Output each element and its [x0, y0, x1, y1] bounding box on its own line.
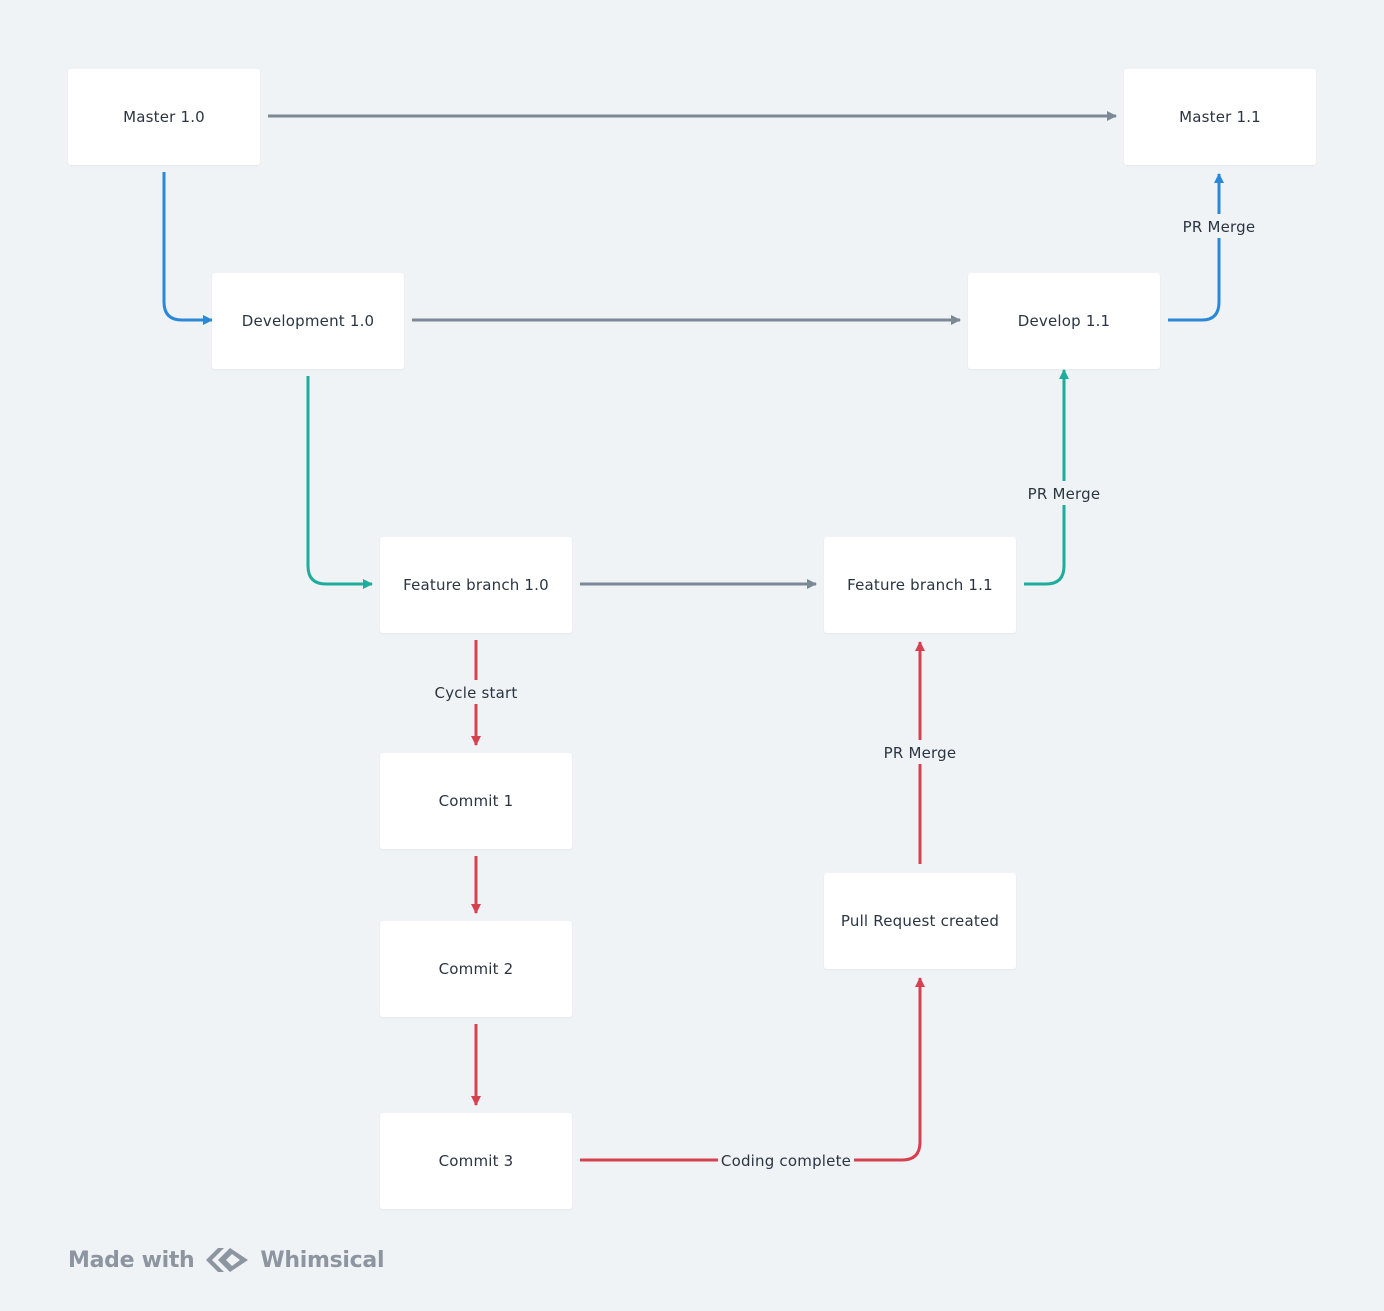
- node-label: Development 1.0: [241, 312, 375, 330]
- node-label: Feature branch 1.1: [847, 576, 993, 594]
- node-label: Master 1.0: [123, 108, 205, 126]
- edge-feature11-to-develop11: [1024, 369, 1069, 586]
- edge-label-pr-merge-develop: PR Merge: [1028, 485, 1101, 503]
- node-label: Commit 3: [438, 1152, 514, 1170]
- node-label: Master 1.1: [1179, 108, 1261, 126]
- node-label: Develop 1.1: [1017, 312, 1111, 330]
- made-with-whimsical-badge[interactable]: Made with Whimsical: [68, 1240, 384, 1280]
- node-feature-branch-1-0[interactable]: Feature branch 1.0: [380, 537, 572, 633]
- edge-label-coding-complete: Coding complete: [721, 1152, 851, 1170]
- edge-commit3-to-pullrequest: [580, 977, 925, 1162]
- label-bg-cycle-start: [428, 680, 524, 704]
- brand-prefix: Made with: [68, 1247, 195, 1273]
- node-commit-3[interactable]: Commit 3: [380, 1113, 572, 1209]
- label-bg-pr-merge-develop: [1020, 481, 1108, 505]
- node-feature-branch-1-1[interactable]: Feature branch 1.1: [824, 537, 1016, 633]
- label-bg-pr-merge-master: [1176, 214, 1262, 238]
- edge-develop11-to-master11: [1168, 173, 1224, 322]
- edge-label-pr-merge-feature: PR Merge: [884, 744, 957, 762]
- node-develop-1-1[interactable]: Develop 1.1: [968, 273, 1160, 369]
- node-label: Feature branch 1.0: [403, 576, 549, 594]
- node-master-1-1[interactable]: Master 1.1: [1124, 69, 1316, 165]
- edge-development10-to-feature10: [306, 376, 373, 589]
- node-commit-1[interactable]: Commit 1: [380, 753, 572, 849]
- whimsical-logo-icon: [204, 1244, 250, 1276]
- node-pull-request-created[interactable]: Pull Request created: [824, 873, 1016, 969]
- edge-master10-to-development10: [162, 172, 213, 325]
- node-label: Commit 1: [438, 792, 514, 810]
- node-label: Commit 2: [438, 960, 514, 978]
- label-bg-pr-merge-feature: [876, 740, 964, 764]
- edge-label-cycle-start: Cycle start: [435, 684, 518, 702]
- node-label: Pull Request created: [840, 912, 1000, 930]
- node-development-1-0[interactable]: Development 1.0: [212, 273, 404, 369]
- brand-name: Whimsical: [260, 1247, 385, 1273]
- edge-label-pr-merge-master: PR Merge: [1183, 218, 1256, 236]
- node-master-1-0[interactable]: Master 1.0: [68, 69, 260, 165]
- node-commit-2[interactable]: Commit 2: [380, 921, 572, 1017]
- label-bg-coding-complete: [718, 1148, 854, 1172]
